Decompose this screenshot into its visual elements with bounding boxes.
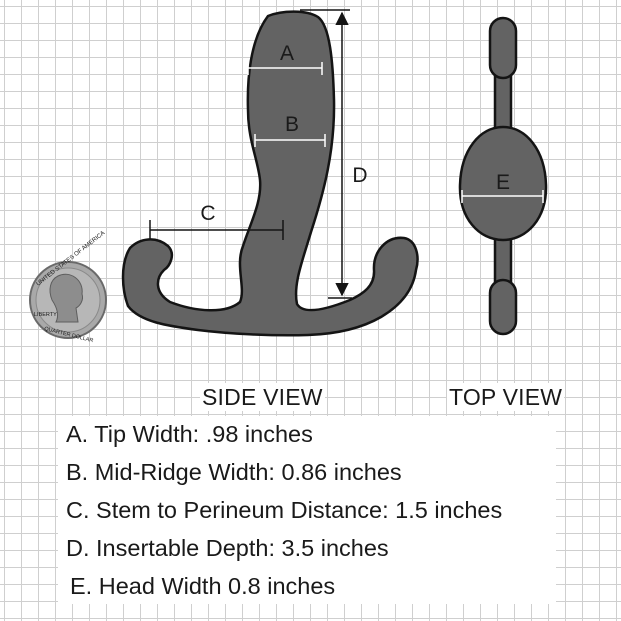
label-a: A [280, 42, 294, 65]
dimension-b: B [254, 113, 326, 147]
label-b: B [285, 113, 299, 136]
dimension-d: D [300, 9, 368, 299]
side-view-device [121, 10, 419, 337]
spec-mid-ridge-width: B. Mid-Ridge Width: 0.86 inches [66, 459, 402, 485]
side-view-title: SIDE VIEW [200, 383, 325, 411]
product-diagram: UNITED STATES OF AMERICA LIBERTY QUARTER… [29, 9, 548, 344]
spec-head-width: E. Head Width 0.8 inches [70, 573, 336, 599]
label-e: E [496, 171, 510, 194]
quarter-coin: UNITED STATES OF AMERICA LIBERTY QUARTER… [29, 230, 107, 344]
washington-profile-icon [49, 273, 83, 323]
label-d: D [352, 164, 367, 187]
top-view-device: E [458, 16, 548, 336]
spec-insertable-depth: D. Insertable Depth: 3.5 inches [66, 535, 389, 561]
label-c: C [200, 202, 215, 225]
dimension-c: C [149, 202, 284, 240]
specifications-panel: A. Tip Width: .98 inches B. Mid-Ridge Wi… [58, 416, 556, 604]
coin-liberty-text: LIBERTY [34, 312, 57, 318]
spec-tip-width: A. Tip Width: .98 inches [66, 421, 313, 447]
dimension-a: A [247, 42, 323, 75]
top-view-title: TOP VIEW [447, 383, 565, 411]
spec-stem-perineum-distance: C. Stem to Perineum Distance: 1.5 inches [66, 497, 503, 523]
